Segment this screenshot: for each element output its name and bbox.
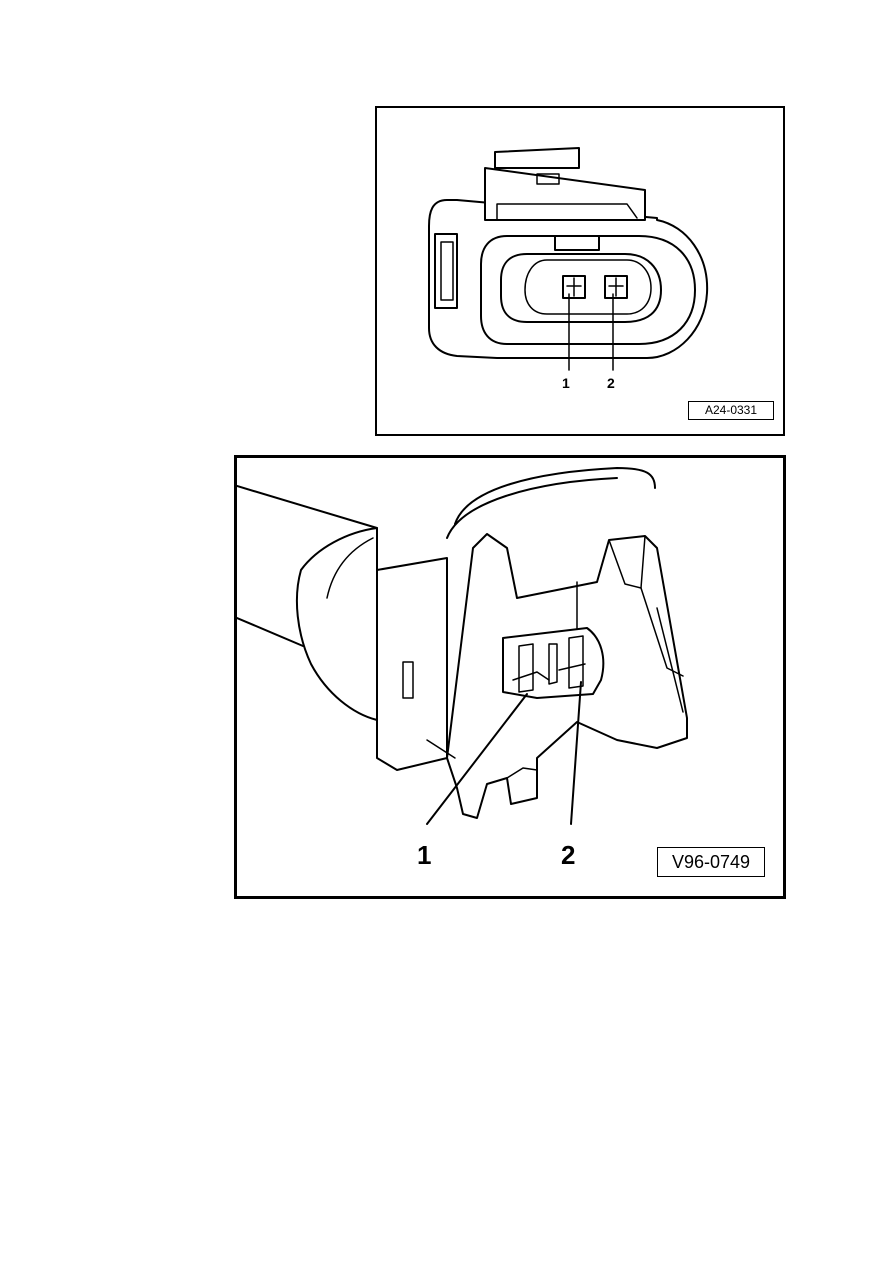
connector-face-figure: 1 2 A24-0331 xyxy=(375,106,785,436)
figure-reference: V96-0749 xyxy=(657,847,765,877)
figure-reference: A24-0331 xyxy=(688,401,774,420)
callout-1: 1 xyxy=(417,840,432,870)
connector-face-drawing xyxy=(428,147,709,371)
callout-1: 1 xyxy=(562,375,570,391)
callout-2: 2 xyxy=(561,840,576,870)
callout-2: 2 xyxy=(607,375,615,391)
connector-cable-drawing xyxy=(237,467,688,825)
connector-cable-figure: 1 2 V96-0749 xyxy=(234,455,786,899)
